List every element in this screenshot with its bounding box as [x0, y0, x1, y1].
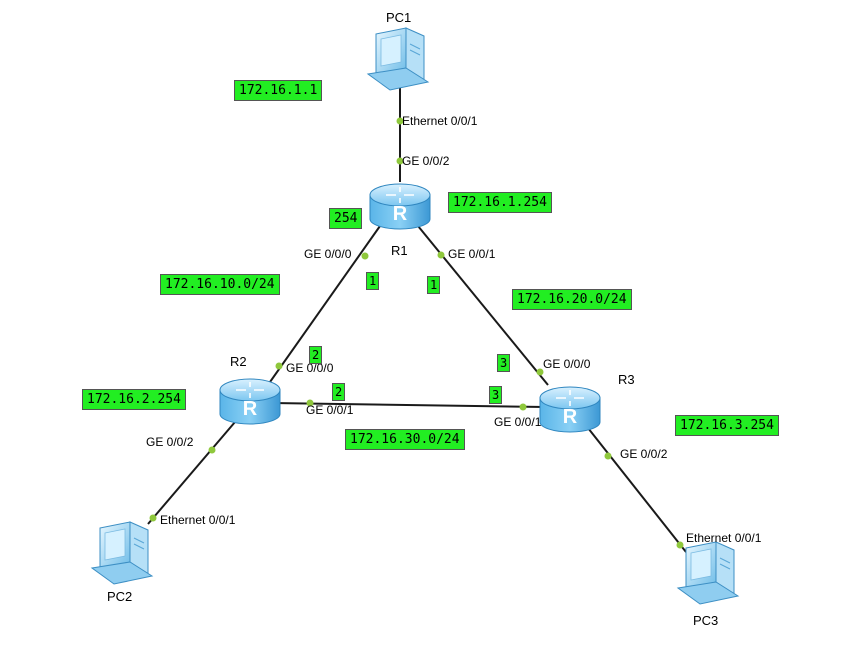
host-number-tag: 3 [497, 354, 511, 372]
link-r2-r3 [271, 402, 546, 408]
port-label-r2-ge001: GE 0/0/1 [306, 403, 354, 417]
device-name-pc3: PC3 [693, 613, 719, 628]
port-label-r1-ge002: GE 0/0/2 [402, 154, 450, 168]
port-label-pc1-eth: Ethernet 0/0/1 [402, 114, 478, 128]
port-label-pc3-eth: Ethernet 0/0/1 [686, 531, 762, 545]
device-name-pc1: PC1 [386, 10, 412, 25]
device-name-r3: R3 [618, 372, 635, 387]
port-label-r2-ge002: GE 0/0/2 [146, 435, 194, 449]
port-dot [275, 362, 283, 370]
port-label-pc2-eth: Ethernet 0/0/1 [160, 513, 236, 527]
pc-icon-pc2[interactable] [91, 521, 153, 585]
device-name-pc2: PC2 [107, 589, 133, 604]
host-number-tag: 2 [309, 346, 323, 364]
port-label-r1-ge001: GE 0/0/1 [448, 247, 496, 261]
port-dot [604, 452, 612, 460]
network-tag-r2-r3: 172.16.30.0/24 [345, 429, 465, 450]
router-icon-r2[interactable] [219, 378, 281, 425]
port-dot [519, 403, 527, 411]
link-r2-pc2 [147, 421, 236, 525]
router-icon-r1[interactable] [369, 183, 431, 230]
pc-icon-pc1[interactable] [367, 27, 429, 91]
port-dot [396, 117, 404, 125]
network-tag-r1-r2: 172.16.10.0/24 [160, 274, 280, 295]
pc-icon-pc3[interactable] [677, 541, 739, 605]
device-name-r2: R2 [230, 354, 247, 369]
link-r1-r2 [269, 225, 381, 383]
network-tag-r1-r3: 172.16.20.0/24 [512, 289, 632, 310]
ip-tag-r1-lan: 172.16.1.254 [448, 192, 552, 213]
host-number-tag: 3 [489, 386, 503, 404]
port-dot [306, 399, 314, 407]
port-label-r1-ge000: GE 0/0/0 [304, 247, 352, 261]
port-dot [149, 514, 157, 522]
port-label-r3-ge000: GE 0/0/0 [543, 357, 591, 371]
host-tag-r1: 254 [329, 208, 363, 229]
port-label-r2-ge000: GE 0/0/0 [286, 361, 334, 375]
router-icon-r3[interactable] [539, 386, 601, 433]
port-dot [676, 541, 684, 549]
host-number-tag: 2 [332, 383, 346, 401]
port-dot [208, 446, 216, 454]
ip-tag-pc1: 172.16.1.1 [234, 80, 323, 101]
host-number-tag: 1 [366, 272, 380, 290]
ip-tag-r3-lan: 172.16.3.254 [675, 415, 779, 436]
port-dot [536, 368, 544, 376]
ip-tag-r2-lan: 172.16.2.254 [82, 389, 186, 410]
link-r3-pc3 [587, 427, 687, 553]
port-dots [149, 117, 684, 549]
port-dot [437, 251, 445, 259]
device-name-r1: R1 [391, 243, 408, 258]
port-label-r3-ge002: GE 0/0/2 [620, 447, 668, 461]
port-label-r3-ge001: GE 0/0/1 [494, 415, 542, 429]
host-number-tag: 1 [427, 276, 441, 294]
port-dot [396, 157, 404, 165]
links [147, 80, 687, 553]
port-dot [361, 252, 369, 260]
